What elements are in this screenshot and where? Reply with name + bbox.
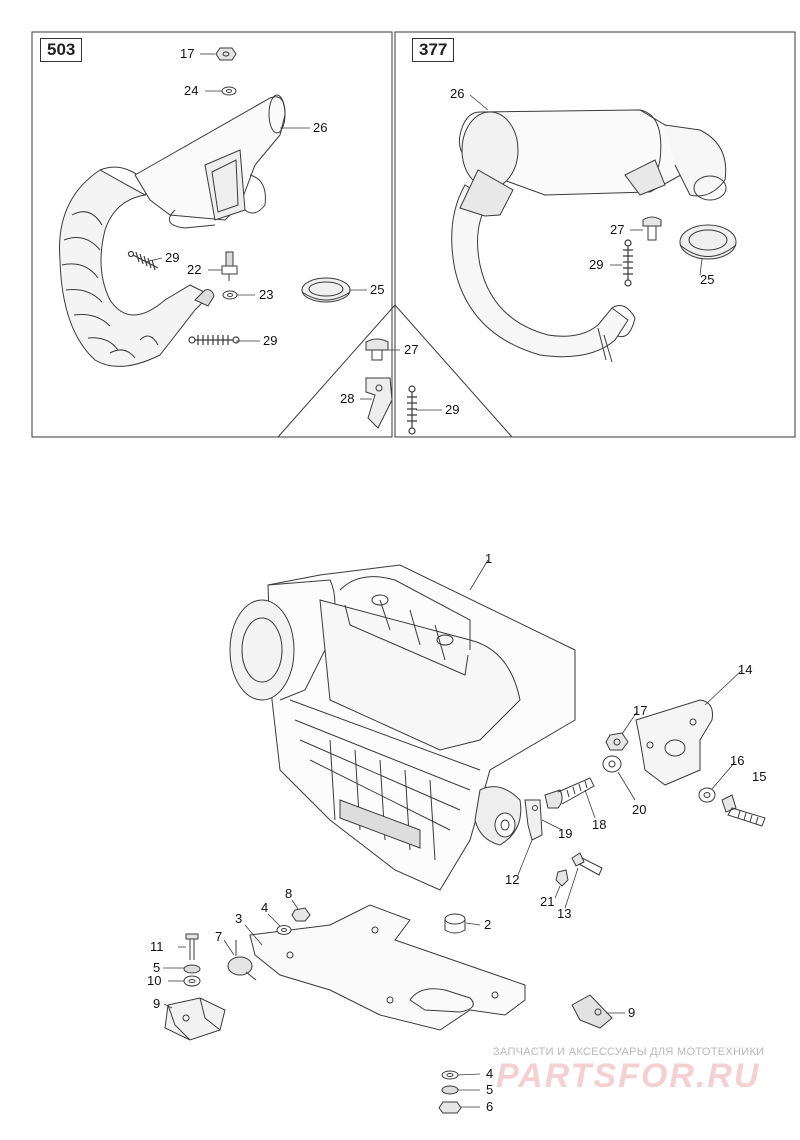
washer-16 (698, 787, 716, 803)
spacer-2 (444, 913, 466, 934)
nut-21 (555, 869, 569, 887)
callout-25-gasket: 25 (370, 282, 385, 297)
gasket-25-b (679, 224, 737, 260)
callout-7-rubber-mount: 7 (215, 929, 223, 944)
rubber-mount-7 (227, 940, 257, 981)
gasket-25-a (301, 277, 351, 303)
washer-5-b (441, 1085, 459, 1095)
callout-26-muffler: 26 (450, 86, 465, 101)
leader-lines (144, 53, 743, 1108)
callout-29-spring: 29 (165, 250, 180, 265)
bolt-11 (185, 933, 199, 960)
callout-29-spring: 29 (589, 257, 604, 272)
callout-19-bracket: 19 (558, 826, 573, 841)
callout-16-washer: 16 (730, 753, 745, 768)
bolt-15 (721, 794, 766, 827)
bracket-19 (524, 799, 543, 841)
mount-bracket-9-b (571, 994, 613, 1029)
washer-10 (183, 975, 201, 987)
callout-14-plate: 14 (738, 662, 753, 677)
callout-26-muffler: 26 (313, 120, 328, 135)
callout-13-bolt: 13 (557, 906, 572, 921)
callout-28-bracket: 28 (340, 391, 355, 406)
panel-503-frame (31, 31, 393, 438)
callout-11-bolt: 11 (150, 939, 164, 954)
washer-4-a (276, 925, 292, 935)
nut-8 (291, 907, 311, 922)
spring-29-c (623, 239, 633, 287)
stud-22 (221, 251, 238, 281)
callout-2-spacer: 2 (484, 917, 492, 932)
callout-29-spring: 29 (263, 333, 278, 348)
callout-29-spring: 29 (445, 402, 460, 417)
muffler-377 (458, 109, 727, 201)
callout-23-washer: 23 (259, 287, 274, 302)
spring-29-d (407, 385, 417, 435)
watermark-logo: PARTSFOR.RU (496, 1057, 761, 1095)
panel-divider-wedge (277, 304, 513, 438)
callout-3-mount-plate: 3 (235, 911, 243, 926)
callout-9-bracket: 9 (153, 996, 161, 1011)
model-badge-377: 377 (412, 38, 455, 62)
callout-8-nut: 8 (285, 886, 293, 901)
callout-10-washer: 10 (147, 973, 162, 988)
bracket-28 (365, 377, 393, 429)
pipe-377 (451, 169, 636, 363)
callout-24-washer: 24 (184, 83, 199, 98)
washer-4-b (441, 1070, 459, 1080)
callout-21-nut: 21 (540, 894, 555, 909)
callout-17-nut: 17 (180, 46, 195, 61)
nut-17-b (605, 732, 629, 751)
callout-9-bracket: 9 (628, 1005, 636, 1020)
plate-14 (635, 699, 713, 786)
panel-377-frame (394, 31, 796, 438)
spring-29-b (188, 335, 240, 345)
callout-18-bolt: 18 (592, 817, 607, 832)
model-badge-503: 503 (40, 38, 83, 62)
callout-5-washer: 5 (486, 1082, 494, 1097)
mount-bracket-9-a (164, 997, 226, 1041)
callout-17-nut: 17 (633, 703, 648, 718)
callout-6-nut: 6 (486, 1099, 494, 1114)
callout-20-washer: 20 (632, 802, 647, 817)
engine-mount-plate-3 (249, 904, 526, 1031)
callout-15-bolt: 15 (752, 769, 767, 784)
bolt-18 (544, 777, 595, 809)
callout-27-bolt: 27 (610, 222, 625, 237)
washer-5-a (183, 964, 201, 974)
callout-27-bolt: 27 (404, 342, 419, 357)
engine-block (229, 564, 576, 891)
callout-22-stud: 22 (187, 262, 202, 277)
callout-25-gasket: 25 (700, 272, 715, 287)
callout-5-washer: 5 (153, 960, 161, 975)
watermark-subtitle: ЗАПЧАСТИ И АКСЕССУАРЫ ДЛЯ МОТОТЕХНИКИ (493, 1046, 765, 1058)
bolt-27-a (642, 216, 662, 241)
bolt-27-b (365, 338, 389, 361)
washer-24 (221, 86, 237, 96)
nut-6 (438, 1101, 462, 1114)
callout-1-engine: 1 (485, 551, 493, 566)
callout-4-washer: 4 (261, 900, 269, 915)
nut-17-a (215, 47, 237, 61)
callout-12-bracket: 12 (505, 872, 520, 887)
tuned-pipe-503 (59, 166, 215, 367)
spring-29-a (127, 250, 159, 271)
muffler-503 (134, 94, 286, 229)
washer-20 (602, 755, 622, 773)
callout-4-washer: 4 (486, 1066, 494, 1081)
washer-23 (222, 290, 238, 300)
bolt-13 (571, 852, 603, 876)
